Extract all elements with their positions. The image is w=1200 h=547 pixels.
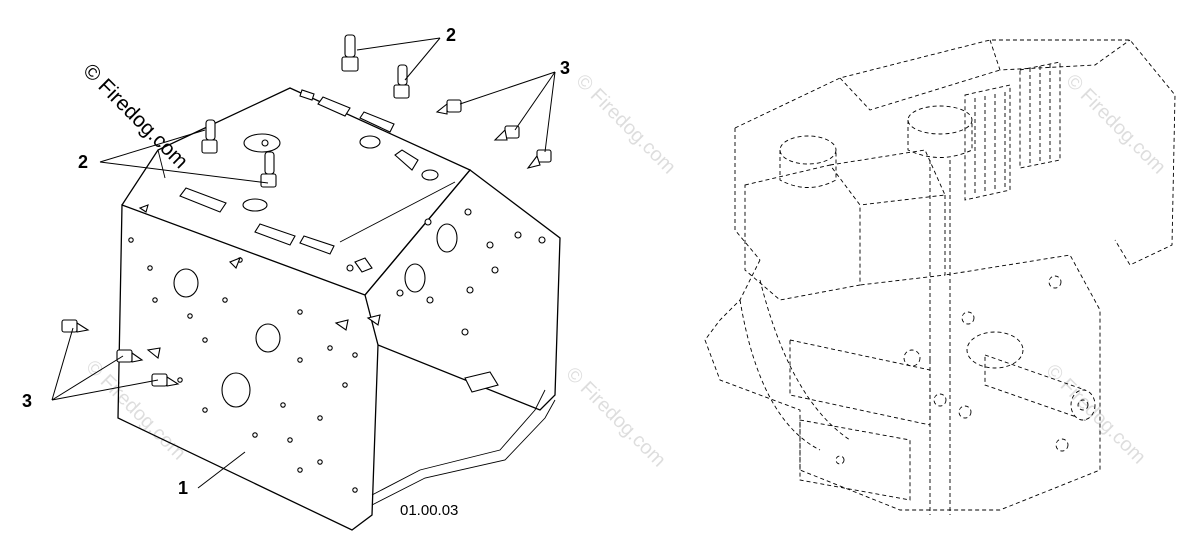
screw-3c (526, 149, 552, 169)
top-face-slots (179, 89, 439, 255)
callout-3-left: 3 (22, 391, 32, 411)
frame-housing: 2 2 3 3 1 01.00.03 (22, 25, 570, 531)
screw-3e (116, 349, 144, 363)
watermarks: © Firedog.com © Firedog.com © Firedog.co… (78, 59, 1170, 471)
watermark-repeat-5: © Firedog.com (1041, 360, 1150, 469)
front-face-holes (128, 204, 381, 493)
bolt-parts (201, 34, 410, 188)
bolt-2b (393, 64, 410, 99)
watermark-repeat-2: © Firedog.com (1061, 70, 1170, 179)
right-face-holes (346, 208, 546, 393)
drawing-code: 01.00.03 (400, 502, 458, 519)
screw-parts (61, 99, 552, 387)
callout-1: 1 (178, 478, 188, 498)
screw-3f (151, 373, 180, 387)
watermark-main: © Firedog.com (78, 59, 192, 173)
callout-2-top: 2 (446, 25, 456, 45)
callout-3-top: 3 (560, 58, 570, 78)
cooling-fins (964, 61, 1061, 201)
callout-2-left: 2 (78, 152, 88, 172)
leader-lines (51, 37, 556, 489)
engine-assembly (704, 39, 1176, 515)
watermark-repeat-1: © Firedog.com (571, 70, 680, 179)
bolt-2a (341, 34, 359, 72)
screw-3a (435, 99, 462, 115)
screw-3d (61, 319, 90, 333)
bolt-2c (201, 119, 218, 154)
watermark-repeat-4: © Firedog.com (561, 363, 670, 472)
bolt-2d (260, 151, 277, 188)
watermark-repeat-3: © Firedog.com (81, 356, 190, 465)
screw-3b (493, 125, 520, 141)
